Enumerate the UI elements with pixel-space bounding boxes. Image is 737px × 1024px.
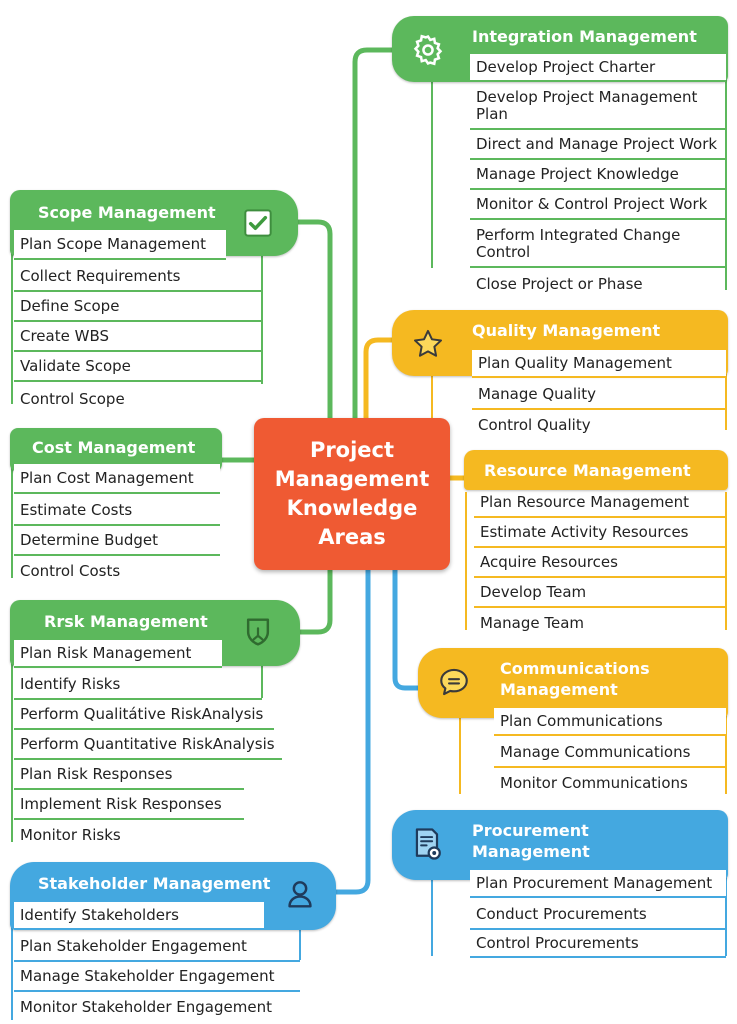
checkbox-icon — [240, 205, 276, 241]
risk-management-title: Rrsk Management — [44, 612, 208, 631]
risk-item-2[interactable]: Identify Risks — [14, 670, 262, 700]
procurement-item-2[interactable]: Conduct Procurements — [470, 900, 726, 930]
resource-item-5[interactable]: Manage Team — [480, 613, 584, 632]
stakeholder-item-3[interactable]: Manage Stakeholder Engagement — [14, 962, 300, 992]
resource-management-header[interactable]: Resource Management — [464, 450, 728, 490]
resource-item-2[interactable]: Estimate Activity Resources — [474, 518, 726, 548]
integration-item-3[interactable]: Direct and Manage Project Work — [470, 130, 726, 160]
risk-item-6[interactable]: Implement Risk Responses — [14, 790, 244, 820]
quality-management-title: Quality Management — [472, 321, 661, 340]
procurement-management-title: Procurement Management — [472, 821, 590, 861]
risk-item-5[interactable]: Plan Risk Responses — [14, 760, 244, 790]
procurement-management-header[interactable]: Procurement Management — [392, 810, 728, 880]
procurement-item-1[interactable]: Plan Procurement Management — [470, 870, 726, 898]
resource-item-3[interactable]: Acquire Resources — [474, 548, 726, 578]
resource-item-1[interactable]: Plan Resource Management — [474, 488, 726, 518]
integration-item-5[interactable]: Monitor & Control Project Work — [470, 190, 726, 220]
risk-item-3[interactable]: Perform Qualitátive RiskAnalysis — [14, 700, 274, 730]
quality-item-1[interactable]: Plan Quality Management — [472, 350, 726, 378]
central-topic-title: Project Management Knowledge Areas — [274, 438, 430, 549]
risk-item-1[interactable]: Plan Risk Management — [14, 640, 222, 668]
communications-item-1[interactable]: Plan Communications — [494, 708, 726, 736]
gear-icon — [410, 32, 446, 68]
cost-item-4[interactable]: Control Costs — [20, 561, 121, 580]
quality-item-3[interactable]: Control Quality — [478, 415, 591, 434]
star-icon — [410, 326, 446, 362]
integration-item-4[interactable]: Manage Project Knowledge — [470, 160, 726, 190]
resource-item-4[interactable]: Develop Team — [474, 578, 726, 608]
communications-management-title: Communications Management — [500, 659, 650, 699]
document-icon — [410, 826, 446, 862]
central-topic: Project Management Knowledge Areas — [254, 418, 450, 570]
integration-item-1[interactable]: Develop Project Charter — [470, 54, 726, 82]
cost-item-1[interactable]: Plan Cost Management — [14, 464, 220, 494]
communications-item-2[interactable]: Manage Communications — [494, 738, 726, 768]
integration-management-title: Integration Management — [472, 27, 697, 46]
stakeholder-item-2[interactable]: Plan Stakeholder Engagement — [14, 932, 300, 962]
stakeholder-item-4[interactable]: Monitor Stakeholder Engagement — [20, 997, 272, 1016]
quality-item-2[interactable]: Manage Quality — [472, 380, 726, 410]
integration-item-7[interactable]: Close Project or Phase — [476, 274, 643, 293]
chat-bubble-icon — [436, 664, 472, 700]
stakeholder-management-title: Stakeholder Management — [38, 874, 271, 893]
scope-item-6[interactable]: Control Scope — [20, 389, 125, 408]
communications-item-3[interactable]: Monitor Communications — [500, 773, 688, 792]
cost-item-2[interactable]: Estimate Costs — [14, 496, 220, 526]
cost-item-3[interactable]: Determine Budget — [14, 526, 220, 556]
stakeholder-item-1[interactable]: Identify Stakeholders — [14, 902, 264, 930]
person-icon — [282, 876, 318, 912]
scope-item-4[interactable]: Create WBS — [14, 322, 262, 352]
risk-item-7[interactable]: Monitor Risks — [20, 825, 121, 844]
scope-item-5[interactable]: Validate Scope — [14, 352, 262, 382]
risk-item-4[interactable]: Perform Quantitative RiskAnalysis — [14, 730, 282, 760]
shield-icon — [240, 614, 276, 650]
scope-item-3[interactable]: Define Scope — [14, 292, 262, 322]
procurement-item-3[interactable]: Control Procurements — [470, 930, 726, 958]
integration-item-2[interactable]: Develop Project Management Plan — [470, 84, 726, 130]
communications-management-header[interactable]: Communications Management — [418, 648, 728, 718]
resource-management-title: Resource Management — [484, 460, 691, 480]
scope-item-1[interactable]: Plan Scope Management — [14, 230, 226, 260]
integration-item-6[interactable]: Perform Integrated Change Control — [470, 222, 726, 268]
scope-management-title: Scope Management — [38, 203, 216, 222]
scope-item-2[interactable]: Collect Requirements — [14, 262, 262, 292]
cost-management-title: Cost Management — [32, 438, 196, 457]
